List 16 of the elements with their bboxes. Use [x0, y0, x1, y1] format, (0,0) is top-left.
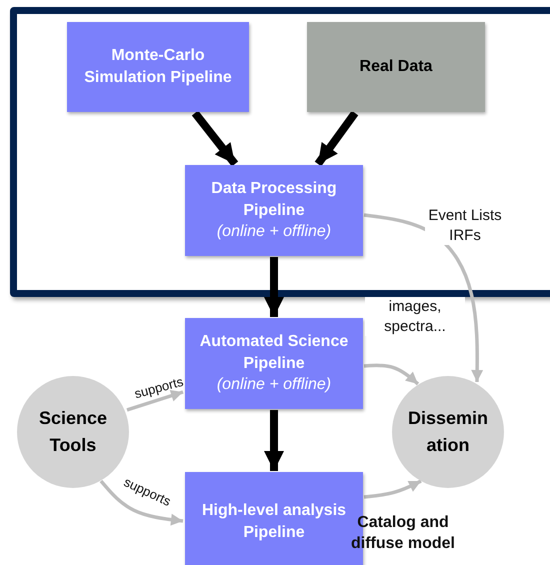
pipeline-box: Data Processing Pipeline (online + offline): [185, 165, 363, 256]
arrow: [264, 410, 284, 471]
pipeline-box: Automated Science Pipeline (online + offline): [185, 318, 363, 409]
data-box: Real Data: [307, 22, 485, 112]
arrow: [364, 364, 420, 386]
pipeline-box: Monte-Carlo Simulation Pipeline: [67, 22, 249, 112]
frame-box: [10, 7, 550, 297]
circle-node: Dissemin ation: [392, 376, 504, 488]
arrow: [192, 110, 238, 166]
arrow: [364, 213, 484, 382]
arrow: [100, 480, 184, 526]
arrow: [314, 110, 358, 166]
arrow: [364, 479, 422, 499]
arrow: [264, 257, 284, 317]
arrow: [126, 390, 184, 412]
edge-label: supports: [132, 372, 186, 404]
